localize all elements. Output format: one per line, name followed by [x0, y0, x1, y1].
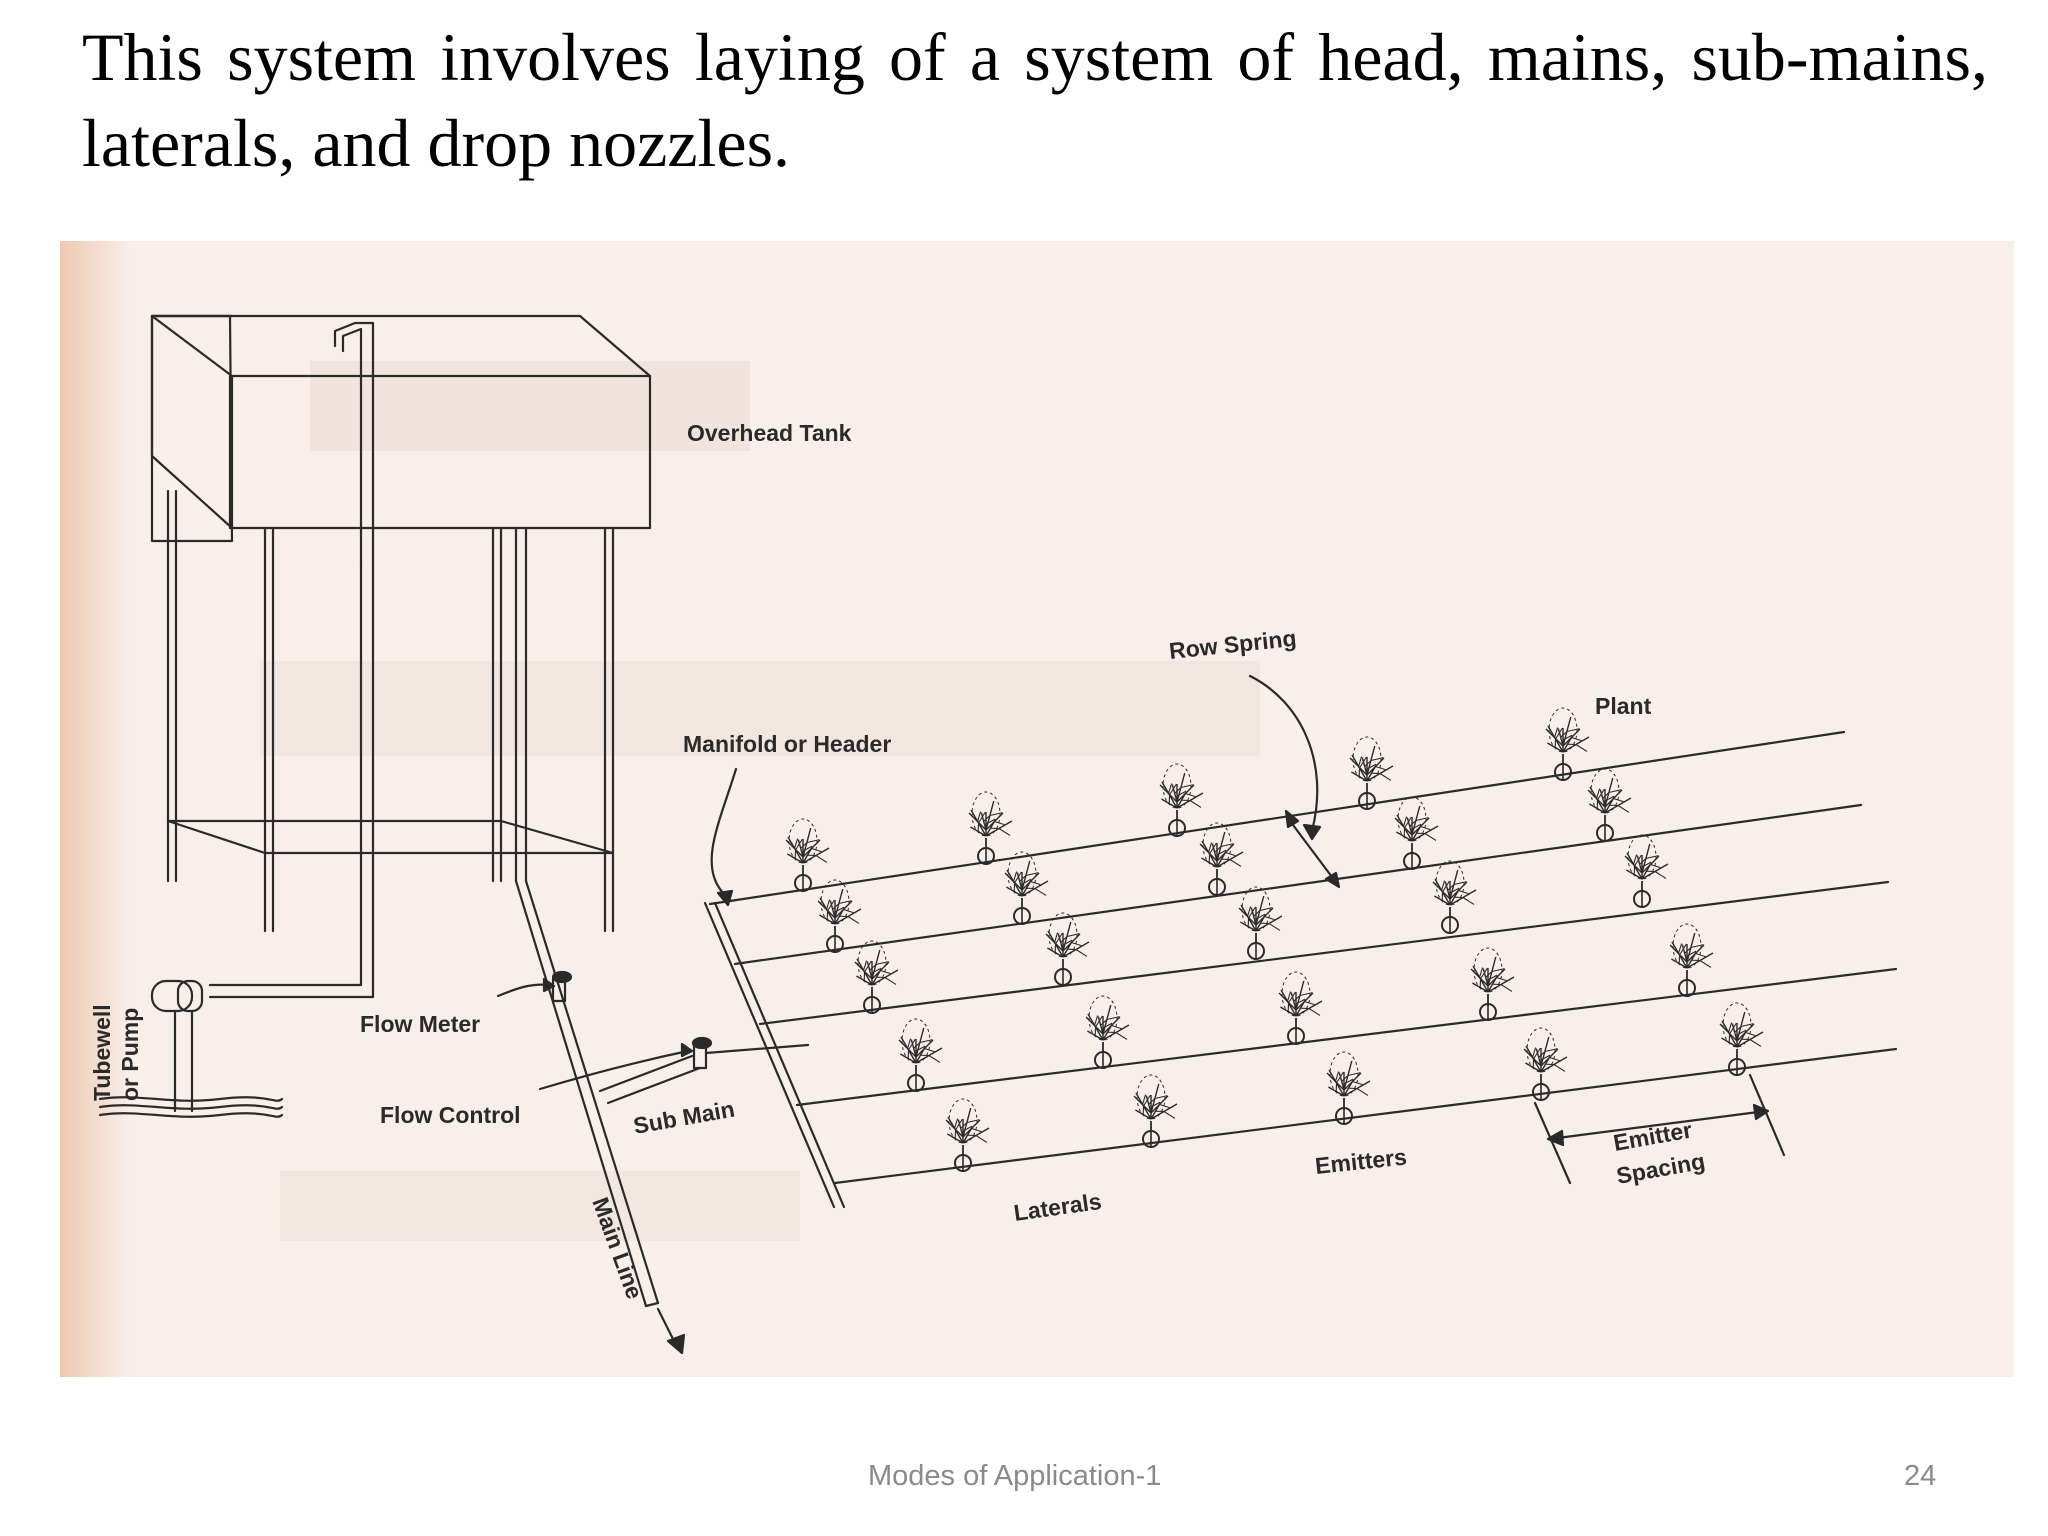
label-plant: Plant	[1595, 693, 1652, 719]
label-spacing: Spacing	[1614, 1148, 1707, 1189]
plant	[1432, 860, 1477, 934]
slide-body-text: This system involves laying of a system …	[82, 19, 1988, 181]
label-tubewell: Tubewell	[89, 1004, 115, 1101]
plant	[854, 940, 899, 1014]
sub-main-pipe	[538, 1036, 810, 1105]
plant	[1045, 912, 1090, 986]
plant	[945, 1098, 990, 1172]
label-overhead-tank: Overhead Tank	[687, 420, 852, 446]
label-flow-meter: Flow Meter	[360, 1011, 480, 1037]
plant	[1326, 1051, 1371, 1125]
manifold-header	[703, 767, 846, 1209]
plant	[1587, 768, 1632, 842]
plant	[898, 1018, 943, 1092]
plant	[1545, 707, 1590, 781]
label-manifold: Manifold or Header	[683, 731, 891, 757]
overhead-tank	[150, 314, 652, 933]
label-emitter: Emitter	[1611, 1117, 1694, 1156]
diagram-canvas: Overhead Tank Row Spring Plant Manifold …	[89, 314, 1898, 1355]
label-or-pump: or Pump	[117, 1008, 143, 1101]
plant	[1394, 796, 1439, 870]
page-number: 24	[1904, 1460, 1937, 1492]
drip-irrigation-diagram: Overhead Tank Row Spring Plant Manifold …	[60, 241, 2014, 1377]
row-spring-indicator	[1248, 674, 1341, 889]
footer-title: Modes of Application-1	[868, 1460, 1162, 1492]
plant	[1349, 736, 1394, 810]
label-flow-control: Flow Control	[380, 1102, 521, 1128]
plant	[817, 879, 862, 953]
plant	[1669, 923, 1714, 997]
emitter-spacing-dimension	[1533, 1073, 1786, 1185]
tubewell-pump	[98, 559, 375, 1118]
scan-edge-shading	[60, 241, 130, 1377]
label-row-spring: Row Spring	[1168, 625, 1298, 664]
plant	[1133, 1074, 1178, 1148]
plant	[1624, 834, 1669, 908]
label-laterals: Laterals	[1012, 1188, 1103, 1226]
plant	[1470, 947, 1515, 1021]
plant	[1085, 995, 1130, 1069]
plant	[1199, 822, 1244, 896]
plant	[1278, 971, 1323, 1045]
label-emitters: Emitters	[1314, 1143, 1408, 1178]
plant	[1719, 1002, 1764, 1076]
plant	[1159, 763, 1204, 837]
bleed-through-watermark	[260, 361, 1260, 1241]
plant	[785, 818, 830, 892]
label-sub-main: Sub Main	[631, 1096, 736, 1139]
plant	[1238, 886, 1283, 960]
main-line-pipe	[514, 879, 686, 1355]
plant	[1523, 1027, 1568, 1101]
flow-meter	[496, 970, 573, 1003]
plants-and-emitters	[785, 707, 1764, 1172]
laterals	[708, 730, 1898, 1185]
plant	[1004, 851, 1049, 925]
plant	[968, 791, 1013, 865]
